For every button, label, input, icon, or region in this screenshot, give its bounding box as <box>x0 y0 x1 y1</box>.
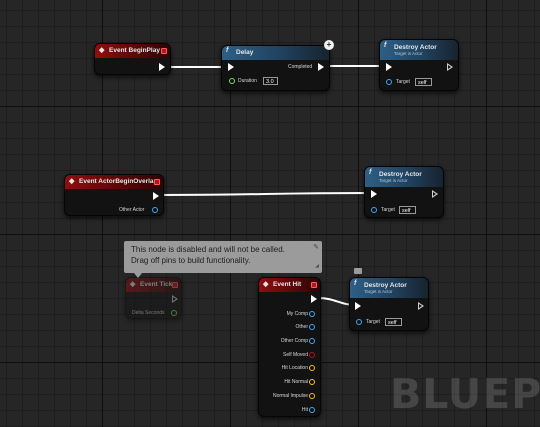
hit-pin[interactable] <box>309 407 315 413</box>
duration-input[interactable]: 3.0 <box>263 77 278 85</box>
other-comp-pin[interactable] <box>309 338 315 344</box>
node-header: ◆ Event Tick <box>126 278 181 292</box>
node-event-actorbeginoverlap[interactable]: ◆ Event ActorBeginOverlap Other Actor <box>64 174 164 216</box>
event-icon: ◆ <box>69 178 75 185</box>
exec-out-pin[interactable] <box>172 295 178 303</box>
node-title: Destroy Actor <box>379 171 422 178</box>
other-actor-label: Other Actor <box>119 207 145 213</box>
comment-bubble-icon[interactable] <box>354 268 362 274</box>
pin-label-other-comp: Other Comp <box>280 338 308 344</box>
pushpin-icon[interactable]: ✎ <box>313 244 319 251</box>
node-header: f Destroy Actor Target is Actor <box>350 278 428 298</box>
my-comp-pin[interactable] <box>309 311 315 317</box>
function-icon: f <box>354 280 357 287</box>
blueprint-watermark: BLUEPRI <box>390 370 540 418</box>
exec-out-pin[interactable] <box>153 192 159 200</box>
pin-label-other: Other <box>295 324 308 330</box>
pin-label-my-comp: My Comp <box>286 311 308 317</box>
pin-label-self-moved: Self Moved <box>282 352 308 358</box>
exec-in-pin[interactable] <box>355 302 361 310</box>
node-delay[interactable]: f Delay Completed Duration 3.0 <box>221 45 330 91</box>
exec-out-pin[interactable] <box>447 63 453 71</box>
node-header: f Destroy Actor Target is Actor <box>365 167 443 187</box>
target-label: Target <box>366 319 380 325</box>
target-value: self <box>415 78 432 86</box>
event-icon: ◆ <box>130 281 136 288</box>
duration-pin[interactable] <box>229 78 235 84</box>
node-title: Event Tick <box>140 281 173 288</box>
target-value: self <box>385 318 402 326</box>
node-title: Event Hit <box>273 281 302 288</box>
self-moved-pin[interactable] <box>309 352 315 358</box>
clock-plus-icon: + <box>324 40 334 50</box>
delta-seconds-label: Delta Seconds <box>132 310 165 316</box>
duration-label: Duration <box>238 78 257 84</box>
pin-label-hit-location: Hit Location <box>281 365 308 371</box>
target-pin[interactable] <box>356 319 362 325</box>
node-event-tick[interactable]: ◆ Event Tick Delta Seconds <box>125 277 182 319</box>
node-destroy-actor-1[interactable]: f Destroy Actor Target is Actor Target s… <box>379 39 459 91</box>
target-pin[interactable] <box>371 207 377 213</box>
exec-out-pin[interactable] <box>159 63 165 71</box>
tooltip-line-2: Drag off pins to build functionality. <box>131 255 251 265</box>
delegate-pin-icon[interactable] <box>172 282 178 288</box>
function-icon: f <box>226 47 229 54</box>
node-header: f Delay <box>222 46 329 60</box>
node-title: Destroy Actor <box>394 44 437 51</box>
completed-label: Completed <box>288 64 313 70</box>
exec-out-pin[interactable] <box>432 190 438 198</box>
node-title: Destroy Actor <box>364 282 407 289</box>
tooltip-arrow <box>134 273 142 278</box>
hit-location-pin[interactable] <box>309 365 315 371</box>
delegate-pin-icon[interactable] <box>154 179 160 185</box>
disabled-node-tooltip: This node is disabled and will not be ca… <box>124 241 322 273</box>
exec-wire-overlap-destroy[interactable] <box>159 192 371 196</box>
node-header: f Destroy Actor Target is Actor <box>380 40 458 60</box>
pin-label-hit: Hit <box>301 407 308 413</box>
other-pin[interactable] <box>309 324 315 330</box>
target-label: Target <box>381 207 395 213</box>
function-icon: f <box>384 42 387 49</box>
node-header: ◆ Event BeginPlay <box>95 44 170 58</box>
node-title: Event ActorBeginOverlap <box>79 178 158 185</box>
target-label: Target <box>396 79 410 85</box>
node-event-hit[interactable]: ◆ Event Hit My Comp Other Other Comp Sel… <box>258 277 321 417</box>
exec-in-pin[interactable] <box>228 63 234 71</box>
node-header: ◆ Event Hit <box>259 278 320 292</box>
exec-in-pin[interactable] <box>386 63 392 71</box>
event-icon: ◆ <box>99 47 105 54</box>
node-subtitle: Target is Actor <box>364 289 393 294</box>
node-title: Delay <box>236 49 254 56</box>
event-icon: ◆ <box>263 281 269 288</box>
delegate-pin-icon[interactable] <box>311 282 317 288</box>
exec-in-pin[interactable] <box>371 190 377 198</box>
hit-normal-pin[interactable] <box>309 379 315 385</box>
node-subtitle: Target is Actor <box>394 51 423 56</box>
node-subtitle: Target is Actor <box>379 178 408 183</box>
exec-out-pin[interactable] <box>311 295 317 303</box>
normal-impulse-pin[interactable] <box>309 393 315 399</box>
node-destroy-actor-2[interactable]: f Destroy Actor Target is Actor Target s… <box>364 166 444 218</box>
other-actor-pin[interactable] <box>152 207 158 213</box>
node-header: ◆ Event ActorBeginOverlap <box>65 175 163 189</box>
node-title: Event BeginPlay <box>109 47 160 54</box>
resize-grip-icon[interactable]: ◢ <box>315 262 319 269</box>
node-event-beginplay[interactable]: ◆ Event BeginPlay <box>94 43 171 75</box>
target-pin[interactable] <box>386 79 392 85</box>
pin-label-normal-impulse: Normal Impulse <box>272 393 308 399</box>
pin-label-hit-normal: Hit Normal <box>284 379 308 385</box>
exec-out-completed-pin[interactable] <box>318 63 324 71</box>
tooltip-line-1: This node is disabled and will not be ca… <box>131 245 285 254</box>
target-value: self <box>399 206 416 214</box>
delegate-pin-icon[interactable] <box>161 48 167 54</box>
exec-out-pin[interactable] <box>418 302 424 310</box>
node-destroy-actor-3[interactable]: f Destroy Actor Target is Actor Target s… <box>349 277 429 331</box>
delta-seconds-pin[interactable] <box>171 310 177 316</box>
function-icon: f <box>369 169 372 176</box>
